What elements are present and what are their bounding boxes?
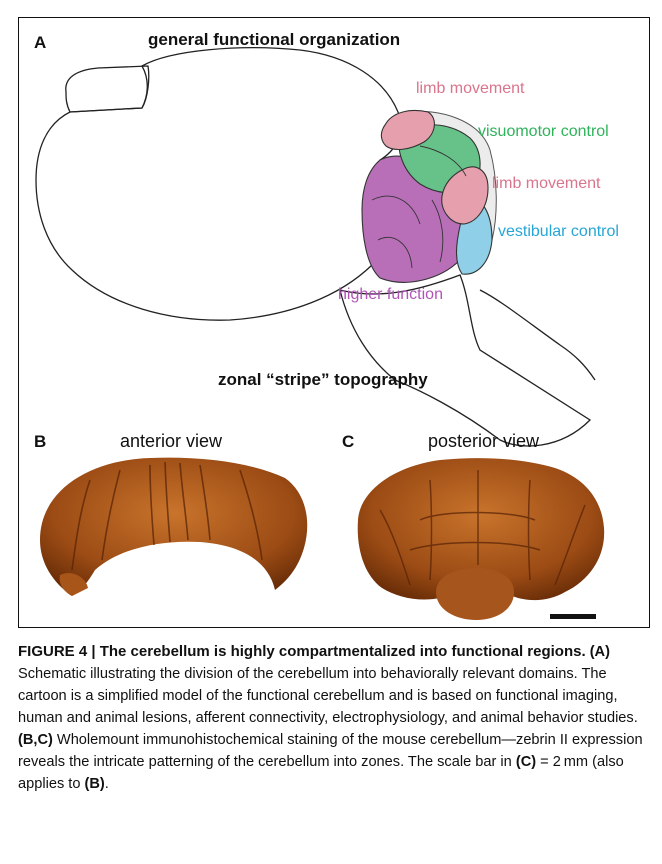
caption-text-end: .: [105, 776, 109, 792]
caption-title: FIGURE 4 | The cerebellum is highly comp…: [18, 643, 586, 660]
caption-ref-b: (B): [85, 776, 105, 792]
figure-caption: FIGURE 4 | The cerebellum is highly comp…: [18, 641, 654, 795]
caption-ref-c: (C): [516, 754, 536, 770]
posterior-view-photo: [358, 458, 604, 620]
caption-ref-a: (A): [590, 644, 610, 660]
anterior-view-photo: [40, 458, 307, 596]
caption-text-a: Schematic illustrating the division of t…: [18, 666, 638, 726]
scale-bar: [550, 614, 596, 619]
caption-ref-bc: (B,C): [18, 732, 53, 748]
